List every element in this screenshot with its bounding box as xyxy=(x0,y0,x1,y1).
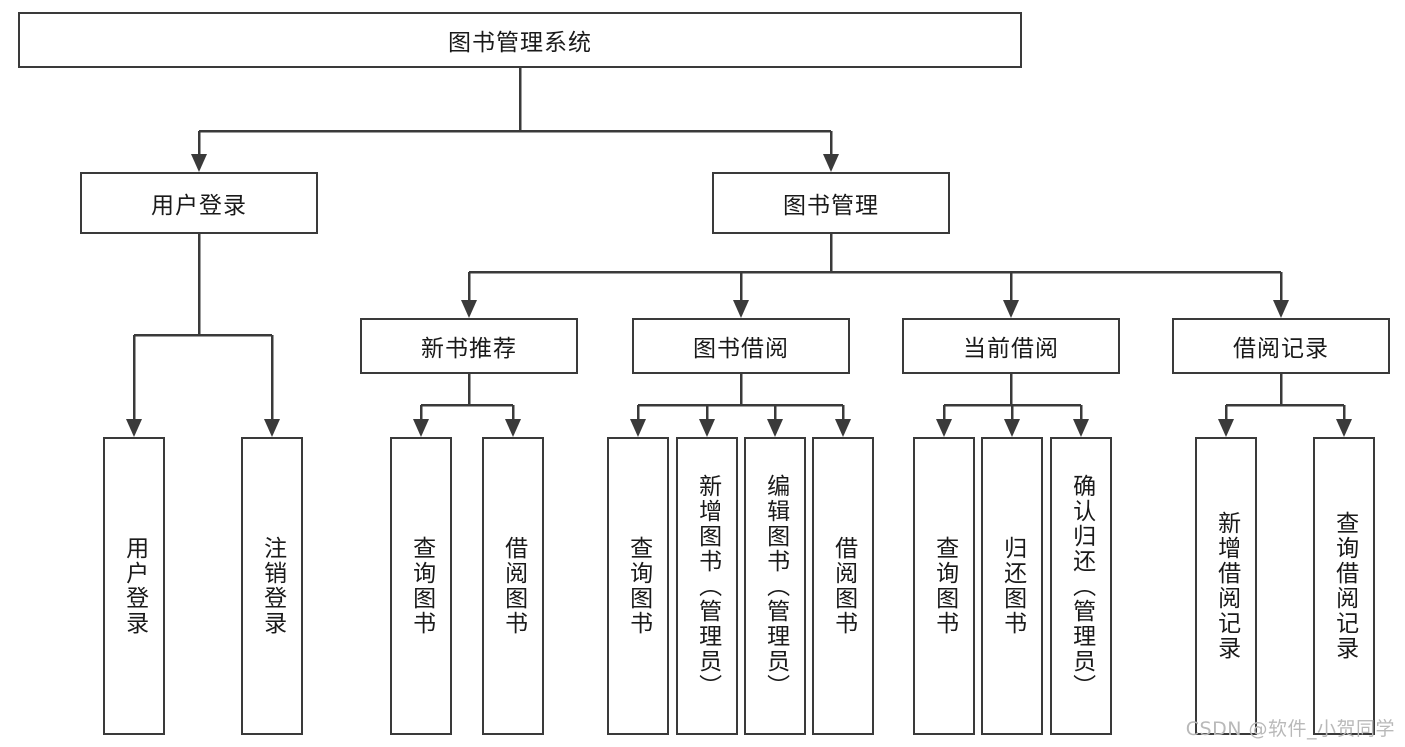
node-leaf-confirm-return-admin[interactable]: 确认归还（管理员） xyxy=(1050,437,1112,735)
node-label: 归还图书 xyxy=(999,536,1026,636)
node-label: 新增图书（管理员） xyxy=(694,473,721,699)
node-leaf-borrow-book[interactable]: 借阅图书 xyxy=(812,437,874,735)
node-book-manage[interactable]: 图书管理 xyxy=(712,172,950,234)
node-leaf-query-book-recommend[interactable]: 查询图书 xyxy=(390,437,452,735)
node-label: 图书管理 xyxy=(783,193,879,219)
node-label: 用户登录 xyxy=(121,536,148,636)
node-label: 当前借阅 xyxy=(963,336,1059,362)
node-leaf-query-book-current[interactable]: 查询图书 xyxy=(913,437,975,735)
node-label: 查询借阅记录 xyxy=(1331,511,1358,661)
node-label: 确认归还（管理员） xyxy=(1068,473,1095,699)
node-leaf-edit-book-admin[interactable]: 编辑图书（管理员） xyxy=(744,437,806,735)
node-leaf-add-borrow-record[interactable]: 新增借阅记录 xyxy=(1195,437,1257,735)
node-leaf-borrow-book-recommend[interactable]: 借阅图书 xyxy=(482,437,544,735)
node-book-borrow[interactable]: 图书借阅 xyxy=(632,318,850,374)
node-label: 查询图书 xyxy=(931,536,958,636)
node-leaf-return-book[interactable]: 归还图书 xyxy=(981,437,1043,735)
node-leaf-add-book-admin[interactable]: 新增图书（管理员） xyxy=(676,437,738,735)
node-current-borrow[interactable]: 当前借阅 xyxy=(902,318,1120,374)
node-label: 图书管理系统 xyxy=(448,30,592,56)
node-borrow-record[interactable]: 借阅记录 xyxy=(1172,318,1390,374)
node-user-login[interactable]: 用户登录 xyxy=(80,172,318,234)
node-label: 图书借阅 xyxy=(693,336,789,362)
node-label: 借阅图书 xyxy=(830,536,857,636)
node-leaf-user-login[interactable]: 用户登录 xyxy=(103,437,165,735)
node-label: 借阅图书 xyxy=(500,536,527,636)
node-new-book-recommend[interactable]: 新书推荐 xyxy=(360,318,578,374)
node-label: 借阅记录 xyxy=(1233,336,1329,362)
node-leaf-query-book-borrow[interactable]: 查询图书 xyxy=(607,437,669,735)
node-label: 查询图书 xyxy=(625,536,652,636)
node-leaf-query-borrow-record[interactable]: 查询借阅记录 xyxy=(1313,437,1375,735)
node-label: 编辑图书（管理员） xyxy=(762,473,789,699)
node-label: 用户登录 xyxy=(151,193,247,219)
node-label: 新增借阅记录 xyxy=(1213,511,1240,661)
node-label: 注销登录 xyxy=(259,536,286,636)
node-label: 新书推荐 xyxy=(421,336,517,362)
node-root-system[interactable]: 图书管理系统 xyxy=(18,12,1022,68)
node-label: 查询图书 xyxy=(408,536,435,636)
node-leaf-user-logout[interactable]: 注销登录 xyxy=(241,437,303,735)
